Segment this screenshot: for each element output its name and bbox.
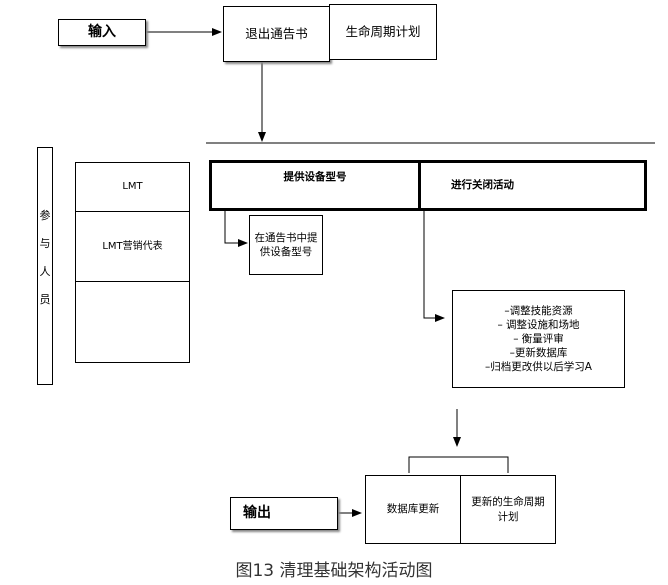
participants-char-2: 与 (39, 237, 51, 250)
input-box: 输入 (58, 19, 146, 46)
output-box: 输出 (230, 497, 338, 530)
participants-char-4: 员 (39, 293, 51, 306)
updated-plan-label: 更新的生命周期计划 (471, 496, 545, 523)
exit-notice-label: 退出通告书 (245, 25, 308, 41)
close-steps-box: –调整技能资源 – 调整设施和场地 – 衡量评审 –更新数据库 –归档更改供以后… (452, 290, 625, 388)
close-step-item: – 调整设施和场地 (497, 318, 580, 331)
provide-model-label: 提供设备型号 (283, 171, 347, 183)
lmt-sales-rep-box: LMT营销代表 (75, 211, 190, 282)
provide-model-box: 提供设备型号 (209, 160, 421, 211)
close-activities-label: 进行关闭活动 (451, 179, 514, 192)
arrow-close-to-steps (423, 210, 445, 322)
figure-caption: 图13 清理基础架构活动图 (235, 561, 433, 581)
lifecycle-plan-label: 生命周期计划 (345, 23, 421, 39)
close-step-item: –更新数据库 (509, 347, 568, 360)
arrow-model-to-notice (224, 210, 248, 247)
notice-provide-model-label: 在通告书中提供设备型号 (254, 231, 318, 258)
output-label: 输出 (243, 505, 271, 522)
lifecycle-plan-box: 生命周期计划 (329, 4, 437, 60)
participants-char-1: 参 (39, 209, 51, 222)
lmt-empty-box (75, 281, 190, 363)
exit-notice-box: 退出通告书 (223, 6, 330, 62)
lmt-sales-rep-label: LMT营销代表 (102, 240, 163, 252)
db-update-box: 数据库更新 (365, 475, 461, 544)
updated-plan-box: 更新的生命周期计划 (460, 475, 556, 544)
close-step-item: –归档更改供以后学习A (485, 361, 592, 374)
output-bracket (408, 456, 509, 473)
db-update-label: 数据库更新 (386, 503, 440, 516)
participants-bar: 参 与 人 员 (37, 147, 53, 385)
lmt-box: LMT (75, 162, 190, 212)
close-activities-box: 进行关闭活动 (418, 160, 647, 211)
input-label: 输入 (88, 24, 116, 41)
lmt-label: LMT (122, 181, 143, 193)
notice-provide-model-box: 在通告书中提供设备型号 (249, 215, 323, 275)
close-step-item: – 衡量评审 (513, 332, 564, 345)
participants-char-3: 人 (39, 265, 51, 278)
close-step-item: –调整技能资源 (504, 304, 573, 317)
